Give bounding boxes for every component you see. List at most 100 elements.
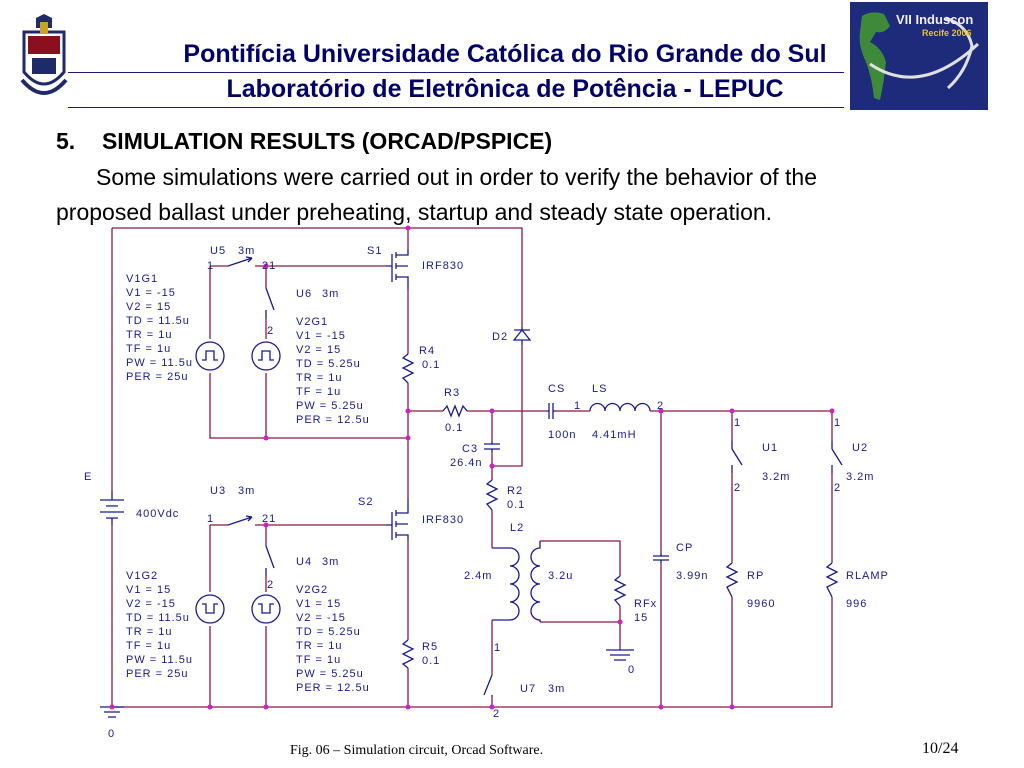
pin-u4-2: 2 bbox=[267, 579, 274, 591]
v1g1-param-1: V1 = -15 bbox=[126, 287, 176, 299]
circuit-wires bbox=[111, 227, 833, 708]
v1g1-name: V1G1 bbox=[126, 273, 158, 285]
label-s1-ref: S1 bbox=[367, 245, 382, 257]
pin-u1-2: 2 bbox=[734, 482, 741, 494]
label-r4-ref: R4 bbox=[419, 345, 435, 357]
v2g2-param-5: TF = 1u bbox=[296, 654, 341, 666]
label-rp-value: 9960 bbox=[747, 598, 775, 610]
label-r5-ref: R5 bbox=[422, 641, 438, 653]
label-u2-time: 3.2m bbox=[846, 471, 874, 483]
label-c3-ref: C3 bbox=[462, 443, 478, 455]
label-u5-ref: U5 bbox=[210, 245, 226, 257]
lab-title: Laboratório de Eletrônica de Potência - … bbox=[226, 75, 784, 103]
label-u7-ref: U7 bbox=[520, 683, 536, 695]
v2g1-param-4: TR = 1u bbox=[296, 372, 342, 384]
label-r2-value: 0.1 bbox=[507, 499, 525, 511]
label-rp-ref: RP bbox=[747, 570, 764, 582]
v1g1-param-2: V2 = 15 bbox=[126, 301, 171, 313]
v2g2-param-2: V2 = -15 bbox=[296, 612, 346, 624]
pin-u5-1: 1 bbox=[207, 260, 214, 272]
v2g1-param-3: TD = 5.25u bbox=[296, 358, 361, 370]
label-l2-ref: L2 bbox=[510, 522, 524, 534]
v2g2-param-4: TR = 1u bbox=[296, 640, 342, 652]
pin-ls-1: 1 bbox=[574, 400, 581, 412]
label-s1-model: IRF830 bbox=[422, 260, 464, 272]
label-ground-secondary: 0 bbox=[628, 664, 635, 676]
label-u7-time: 3m bbox=[548, 683, 565, 695]
v2g2-param-3: TD = 5.25u bbox=[296, 626, 361, 638]
label-s2-model: IRF830 bbox=[422, 514, 464, 526]
pin-u7-1: 1 bbox=[494, 642, 501, 654]
v2g2-param-6: PW = 5.25u bbox=[296, 668, 364, 680]
v2g2-param-1: V1 = 15 bbox=[296, 598, 341, 610]
university-crest-logo bbox=[18, 14, 70, 104]
label-u4-ref: U4 bbox=[296, 556, 312, 568]
v1g2-param-4: TR = 1u bbox=[126, 626, 172, 638]
label-ground-main: 0 bbox=[108, 728, 115, 740]
pin-ls-2: 2 bbox=[657, 400, 664, 412]
label-cp-value: 3.99n bbox=[676, 570, 709, 582]
v1g1-param-6: PW = 11.5u bbox=[126, 357, 193, 369]
circuit-nodes bbox=[109, 225, 835, 710]
v1g1-param-3: TD = 11.5u bbox=[126, 315, 190, 327]
v2g1-param-7: PER = 12.5u bbox=[296, 414, 370, 426]
pin-u2-2: 2 bbox=[834, 482, 841, 494]
label-l2-secondary: 3.2u bbox=[548, 570, 573, 582]
v1g2-param-1: V1 = 15 bbox=[126, 584, 171, 596]
paragraph-line-1: Some simulations were carried out in ord… bbox=[96, 164, 818, 190]
v2g1-param-1: V1 = -15 bbox=[296, 330, 346, 342]
conference-logo: VII Induscon Recife 2006 bbox=[850, 2, 988, 110]
label-rlamp-value: 996 bbox=[846, 598, 867, 610]
circuit-components bbox=[100, 249, 843, 718]
label-r2-ref: R2 bbox=[507, 485, 523, 497]
label-r5-value: 0.1 bbox=[422, 655, 440, 667]
label-e-ref: E bbox=[84, 471, 92, 483]
label-u6-time: 3m bbox=[322, 288, 339, 300]
section-title: SIMULATION RESULTS (ORCAD/PSPICE) bbox=[101, 128, 553, 154]
label-ls-value: 4.41mH bbox=[592, 429, 637, 441]
v1g2-param-2: V2 = -15 bbox=[126, 598, 176, 610]
label-ls-ref: LS bbox=[592, 383, 607, 395]
logo-text-line1: VII Induscon bbox=[896, 12, 973, 27]
pin-u3-21: 21 bbox=[262, 513, 276, 525]
label-u3-time: 3m bbox=[238, 485, 255, 497]
v2g1-name: V2G1 bbox=[296, 316, 328, 328]
label-r3-value: 0.1 bbox=[445, 422, 463, 434]
label-c3-value: 26.4n bbox=[450, 457, 483, 469]
label-cp-ref: CP bbox=[676, 542, 693, 554]
label-l2-primary: 2.4m bbox=[464, 570, 492, 582]
v1g1-param-5: TF = 1u bbox=[126, 343, 171, 355]
label-u1-ref: U1 bbox=[762, 442, 778, 454]
label-u2-ref: U2 bbox=[852, 442, 868, 454]
pin-u1-1: 1 bbox=[734, 417, 741, 429]
v1g1-param-4: TR = 1u bbox=[126, 329, 172, 341]
v1g2-param-7: PER = 25u bbox=[126, 668, 189, 680]
pin-u6-2: 2 bbox=[267, 325, 274, 337]
label-cs-ref: CS bbox=[548, 383, 565, 395]
header-divider-bottom bbox=[68, 107, 844, 108]
label-rfx-ref: RFx bbox=[634, 598, 657, 610]
header-divider bbox=[68, 72, 844, 73]
v2g1-param-5: TF = 1u bbox=[296, 386, 341, 398]
page-number: 10/24 bbox=[922, 740, 959, 757]
label-d2-ref: D2 bbox=[492, 331, 508, 343]
v2g1-param-2: V2 = 15 bbox=[296, 344, 341, 356]
label-rfx-value: 15 bbox=[634, 612, 648, 624]
label-rlamp-ref: RLAMP bbox=[846, 570, 889, 582]
pin-u2-1: 1 bbox=[834, 417, 841, 429]
paragraph-line-2: proposed ballast under preheating, start… bbox=[56, 199, 773, 225]
section-number: 5. bbox=[56, 128, 76, 154]
label-cs-value: 100n bbox=[548, 429, 576, 441]
label-r3-ref: R3 bbox=[444, 387, 460, 399]
label-u1-time: 3.2m bbox=[762, 471, 790, 483]
logo-text-line2: Recife 2006 bbox=[922, 28, 972, 38]
v1g2-param-5: TF = 1u bbox=[126, 640, 171, 652]
university-title: Pontifícia Universidade Católica do Rio … bbox=[183, 40, 827, 68]
v1g2-name: V1G2 bbox=[126, 570, 158, 582]
label-u6-ref: U6 bbox=[296, 288, 312, 300]
label-e-value: 400Vdc bbox=[136, 508, 179, 520]
pin-u7-2: 2 bbox=[493, 708, 500, 720]
label-r4-value: 0.1 bbox=[422, 359, 440, 371]
v1g1-param-7: PER = 25u bbox=[126, 371, 189, 383]
